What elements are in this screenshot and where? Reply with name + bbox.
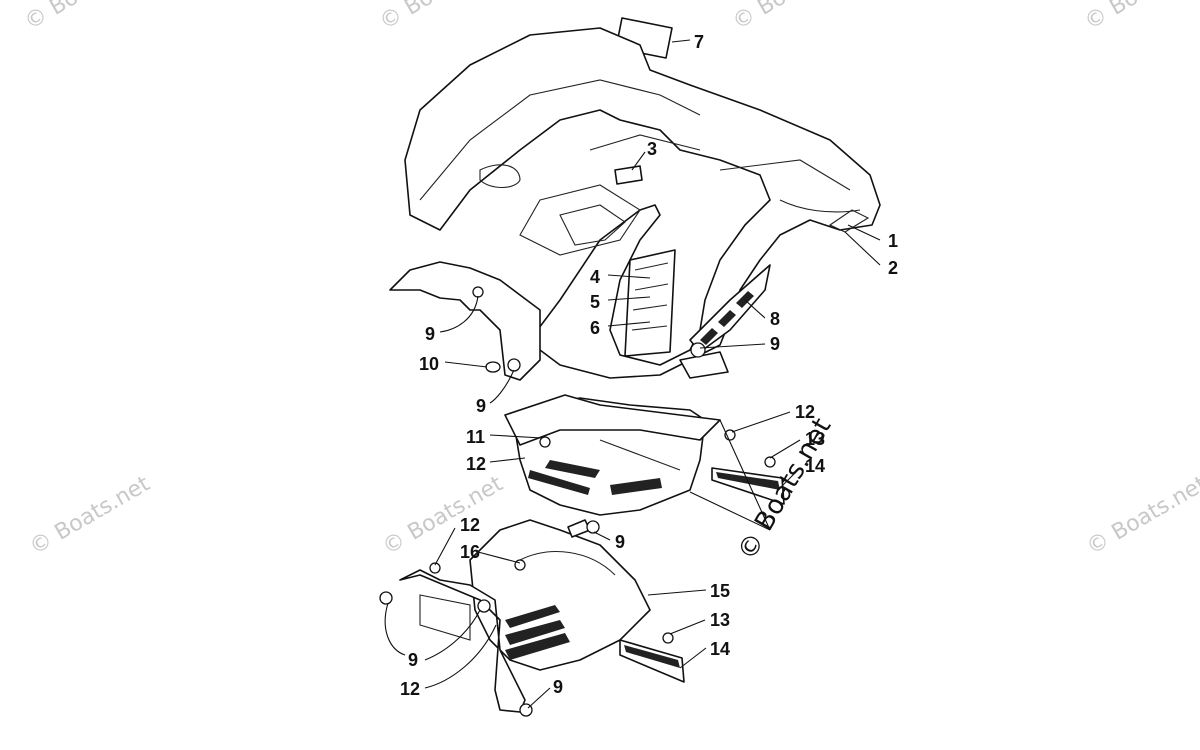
callout-label: 9	[408, 650, 418, 670]
watermark-text: © Boats.net	[1083, 471, 1200, 560]
callout-label: 9	[425, 324, 435, 344]
leader-lines	[384, 39, 881, 709]
callout-label: 10	[419, 354, 439, 374]
watermark-text: © Boats.net	[26, 471, 155, 560]
callout-label: 5	[590, 292, 600, 312]
callout-label: 4	[590, 267, 600, 287]
callout-label: 15	[710, 581, 730, 601]
watermark-text: © Boats.net	[1081, 0, 1200, 35]
callout-label: 9	[615, 532, 625, 552]
callout-label: 14	[710, 639, 730, 659]
callout-label: 13	[805, 429, 825, 449]
callout-label: 13	[710, 610, 730, 630]
callout-label: 6	[590, 318, 600, 338]
callout-label: 12	[460, 515, 480, 535]
callout-label: 12	[400, 679, 420, 699]
callout-label: 9	[770, 334, 780, 354]
watermark-text: © Boats.net	[21, 0, 150, 35]
callout-label: 12	[466, 454, 486, 474]
callout-label: 16	[460, 542, 480, 562]
callout-label: 3	[647, 139, 657, 159]
callout-label: 9	[553, 677, 563, 697]
left-footwell-part	[504, 394, 721, 516]
rear-fender-part	[389, 27, 881, 381]
callout-numbers: 7 3 1 2 4 5 6 8 9 9 10 9 12 11 13 12 14 …	[400, 32, 898, 699]
callout-label: 12	[795, 402, 815, 422]
warning-decals	[624, 249, 676, 357]
front-footwell-part	[399, 519, 651, 713]
callout-label: 11	[466, 427, 485, 447]
callout-label: 8	[770, 309, 780, 329]
callout-label: 7	[694, 32, 704, 52]
watermark-text: © Boats.net	[729, 0, 858, 35]
callout-label: 1	[888, 231, 898, 251]
watermark-text: © Boats.net	[376, 0, 505, 35]
callout-label: 14	[805, 456, 825, 476]
fasteners	[379, 286, 776, 717]
callout-label: 2	[888, 258, 898, 278]
callout-label: 9	[476, 396, 486, 416]
